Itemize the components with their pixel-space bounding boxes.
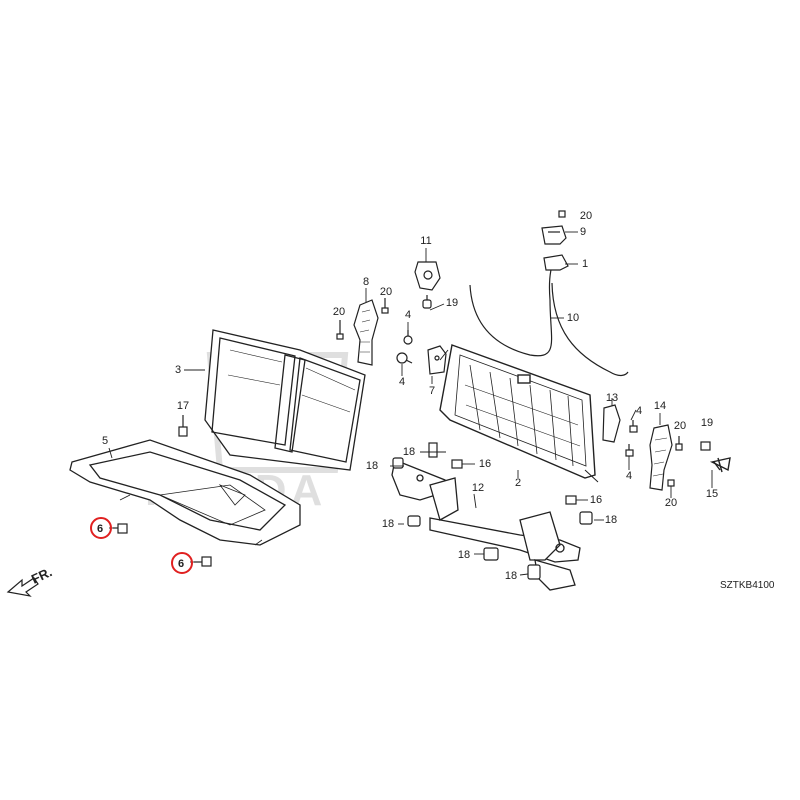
part-label-4c: 4: [636, 405, 642, 417]
part-label-9: 9: [580, 226, 586, 238]
striker-1: [543, 254, 569, 271]
bolt-4a: [403, 330, 413, 345]
part-label-20e: 20: [665, 497, 677, 509]
part-label-3: 3: [175, 364, 181, 376]
part-label-4d: 4: [626, 470, 632, 482]
bolt-18f: [527, 564, 541, 580]
part-label-18d: 18: [605, 514, 617, 526]
diagram-code: SZTKB4100: [720, 580, 775, 591]
part-label-16a: 16: [479, 458, 491, 470]
leader-lines: [108, 231, 713, 576]
part-label-12: 12: [472, 482, 484, 494]
part-label-11: 11: [420, 235, 431, 247]
bolt-18c: [407, 515, 421, 527]
seat-back-frame: [439, 344, 599, 483]
bolt-20a: [336, 320, 344, 340]
part-label-20d: 20: [674, 420, 686, 432]
bolt-18b: [392, 457, 404, 469]
part-label-20b: 20: [380, 286, 392, 298]
bolt-15: [709, 457, 731, 473]
bracket-13: [602, 404, 621, 443]
bracket-7: [427, 345, 447, 375]
part-label-18e: 18: [458, 549, 470, 561]
part-label-14: 14: [654, 400, 666, 412]
bolt-16a: [451, 459, 463, 469]
front-direction-arrow: FR.: [6, 564, 54, 597]
fastener-19b: [700, 441, 711, 451]
rear-seat-cushion: [69, 439, 301, 546]
highlight-6b: [171, 552, 193, 574]
clip-6a: [113, 523, 128, 534]
part-label-19b: 19: [701, 417, 713, 429]
release-cable-10: [469, 257, 629, 377]
part-label-18a: 18: [403, 446, 415, 458]
part-label-20c: 20: [580, 210, 592, 222]
part-label-2: 2: [515, 477, 521, 489]
part-label-8: 8: [363, 276, 369, 288]
hinge-bracket-8: [353, 299, 379, 366]
rear-seat-back-cover: [204, 329, 366, 471]
part-label-18b: 18: [366, 460, 378, 472]
cover-11: [414, 261, 441, 291]
part-label-7: 7: [429, 385, 435, 397]
bolt-20b: [381, 298, 389, 314]
part-label-15: 15: [706, 488, 718, 500]
hinge-14: [649, 424, 673, 491]
part-label-10: 10: [567, 312, 579, 324]
part-label-18f: 18: [505, 570, 517, 582]
bolt-18d: [579, 511, 593, 525]
bolt-20d: [675, 436, 683, 451]
part-label-20a: 20: [333, 306, 345, 318]
mounting-rail-12: [391, 459, 581, 591]
bolt-20e: [667, 479, 675, 487]
bolt-4b: [396, 352, 413, 364]
striker-9: [541, 225, 567, 245]
part-label-4a: 4: [405, 309, 411, 321]
bolt-4d: [625, 444, 634, 457]
part-label-13: 13: [606, 392, 618, 404]
part-label-17: 17: [177, 400, 189, 412]
bolt-18a: [428, 442, 438, 458]
part-label-18c: 18: [382, 518, 394, 530]
part-label-1: 1: [582, 258, 588, 270]
direction-label: FR.: [29, 564, 54, 586]
part-label-19a: 19: [446, 297, 458, 309]
bolt-18e: [483, 547, 499, 561]
part-label-4b: 4: [399, 376, 405, 388]
fastener-19a: [422, 295, 432, 309]
highlight-6a: [90, 517, 112, 539]
part-label-6b: 6: [178, 558, 184, 570]
part-label-16b: 16: [590, 494, 602, 506]
bolt-4c: [629, 420, 638, 433]
bolt-16b: [565, 495, 577, 505]
clip-6b: [194, 556, 212, 567]
bolt-20c: [558, 210, 566, 218]
part-labels: 3 5 17 6 6 11 8 20 20 19 4 4 7 20 9 1 10…: [97, 210, 718, 582]
bolt-17: [178, 415, 188, 437]
part-label-5: 5: [102, 435, 108, 447]
part-label-6a: 6: [97, 523, 103, 535]
